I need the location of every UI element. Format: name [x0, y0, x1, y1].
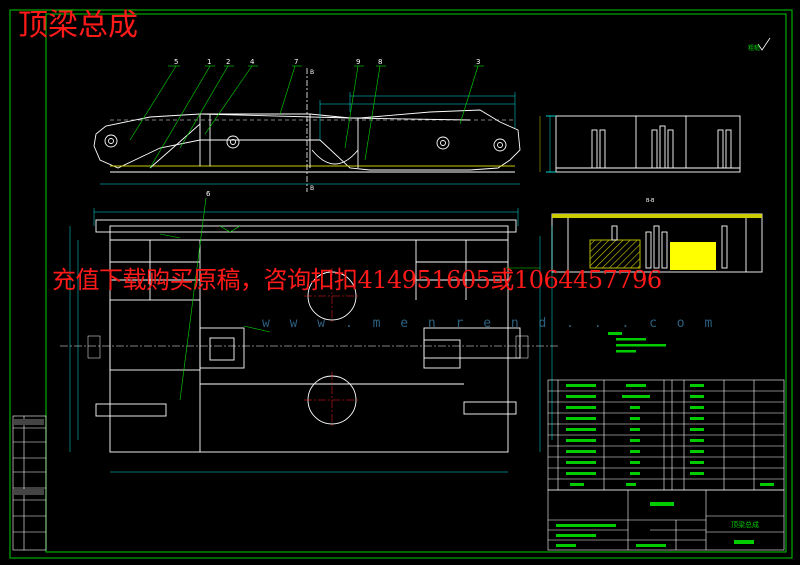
title-block-name: 顶梁总成 [731, 520, 759, 529]
section-marker-top: B [310, 69, 314, 76]
plan-view-leaders [159, 197, 540, 401]
parts-list-table [547, 379, 785, 491]
plan-view-centerlines [60, 268, 560, 428]
side-view [539, 115, 741, 173]
part-label-7: 7 [294, 58, 298, 66]
parts-list-entries [566, 384, 774, 486]
part-label-6: 6 [206, 190, 211, 198]
left-margin-block [12, 415, 47, 551]
part-label-1: 1 [207, 58, 211, 66]
inner-border [45, 13, 787, 553]
svg-text:粗糙: 粗糙 [748, 44, 760, 52]
section-marker-bottom: B [310, 185, 314, 192]
plan-view [95, 219, 521, 453]
plan-view-dimensions [69, 208, 553, 473]
outer-border [9, 9, 793, 559]
section-cut-line: B B [306, 68, 314, 192]
drawing-title: 顶梁总成 [18, 8, 138, 43]
title-block-fields [556, 502, 754, 547]
promo-banner: 充值下载购买原稿，咨询扣扣414951605或1064457796 [52, 266, 662, 294]
part-label-3: 3 [476, 58, 480, 66]
front-view-dimensions [100, 92, 520, 185]
section-view: B-B [551, 198, 763, 273]
part-label-group: 5 1 2 4 7 9 8 3 6 [174, 58, 480, 198]
site-watermark: w w w . m e n r e n d . . . c o m [262, 316, 719, 331]
part-label-5-top: 5 [174, 58, 178, 66]
title-block [547, 489, 785, 551]
part-label-2: 2 [226, 58, 230, 66]
highlight-block [670, 242, 716, 270]
surface-finish-icon: 粗糙 [748, 37, 771, 52]
part-label-4: 4 [250, 58, 255, 66]
part-label-9: 9 [356, 58, 360, 66]
bolt-holes [87, 335, 529, 359]
technical-notes [608, 332, 666, 353]
front-view-leaders [129, 65, 484, 169]
svg-text:B-B: B-B [646, 198, 655, 204]
part-label-8: 8 [378, 58, 382, 66]
front-elevation-view [93, 109, 521, 173]
